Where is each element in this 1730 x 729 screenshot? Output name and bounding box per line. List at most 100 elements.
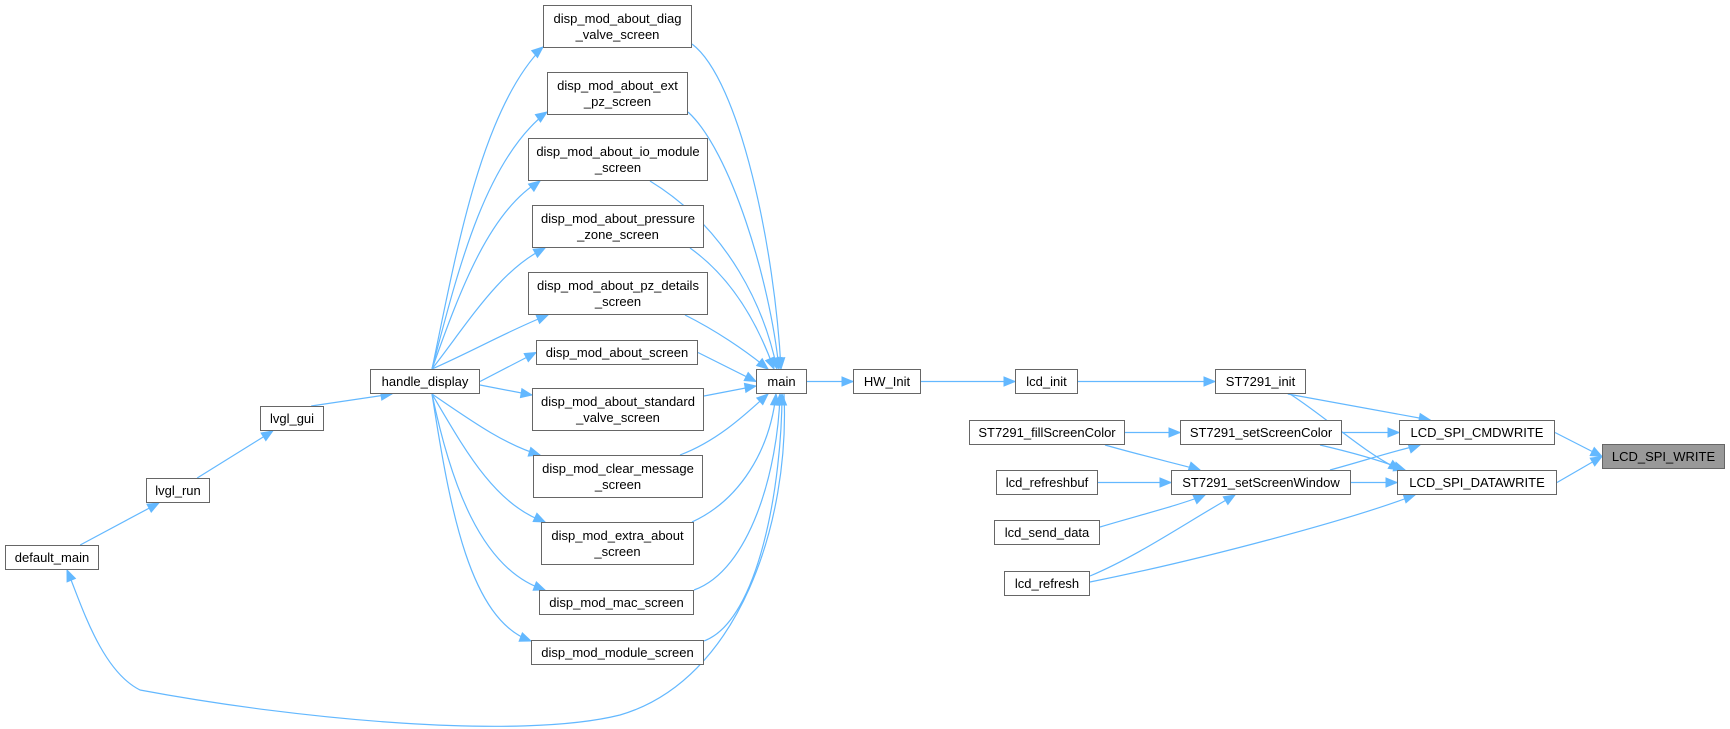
node-lcd-spi-cmdwrite[interactable]: LCD_SPI_CMDWRITE bbox=[1399, 420, 1555, 445]
node-label: main bbox=[767, 373, 796, 389]
edge-handle-display-to-diag-valve bbox=[431, 46, 544, 370]
node-label: disp_mod_about_pz_details bbox=[537, 277, 699, 293]
edge-lcd-refresh-to-st-setwindow bbox=[1089, 494, 1236, 577]
node-label: _screen bbox=[594, 159, 642, 175]
node-label: lcd_send_data bbox=[1004, 524, 1090, 540]
edge-arrowhead-handle-display-to-pz-details bbox=[535, 314, 550, 325]
edge-arrowhead-st-setcolor-to-cmdwrite bbox=[1387, 427, 1401, 438]
node-lvgl-gui[interactable]: lvgl_gui bbox=[260, 406, 324, 431]
edge-handle-display-to-io-module bbox=[431, 180, 541, 370]
node-label: _zone_screen bbox=[577, 226, 659, 242]
edge-lvgl-run-to-lvgl-gui bbox=[196, 430, 274, 479]
edge-arrowhead-handle-display-to-module-screen bbox=[518, 631, 533, 642]
node-disp-mod-module-screen[interactable]: disp_mod_module_screen bbox=[531, 640, 704, 665]
edge-main-to-default-main bbox=[66, 393, 786, 727]
edge-handle-display-to-pressure-zone bbox=[431, 247, 546, 370]
edge-module-screen-to-main bbox=[703, 393, 783, 642]
edge-arrowhead-handle-display-to-pressure-zone bbox=[532, 247, 547, 259]
edge-mac-screen-to-main bbox=[693, 393, 781, 591]
node-label: _valve_screen bbox=[576, 409, 660, 425]
node-hw-init[interactable]: HW_Init bbox=[853, 369, 921, 394]
node-lcd-send-data[interactable]: lcd_send_data bbox=[994, 520, 1100, 545]
node-label: ST7291_setScreenColor bbox=[1189, 424, 1333, 440]
node-lcd-spi-datawrite[interactable]: LCD_SPI_DATAWRITE bbox=[1397, 470, 1557, 495]
node-label: lcd_init bbox=[1026, 373, 1067, 389]
edge-arrowhead-about-screen-to-main bbox=[743, 371, 758, 383]
node-disp-mod-clear-message-screen[interactable]: disp_mod_clear_message _screen bbox=[533, 455, 703, 498]
edge-arrowhead-lcd-init-to-st-init bbox=[1203, 376, 1217, 387]
edge-st-fill-to-st-setwindow bbox=[1104, 444, 1201, 471]
edge-arrowhead-main-to-hw-init bbox=[841, 376, 855, 387]
edge-arrowhead-lcd-send-data-to-st-setwindow bbox=[1192, 494, 1207, 505]
edge-arrowhead-lvgl-run-to-lvgl-gui bbox=[260, 430, 274, 442]
node-handle-display[interactable]: handle_display bbox=[370, 369, 480, 394]
node-label: disp_mod_about_ext bbox=[557, 77, 678, 93]
node-st7291-init[interactable]: ST7291_init bbox=[1215, 369, 1306, 394]
node-label: disp_mod_extra_about bbox=[551, 527, 684, 543]
node-disp-mod-mac-screen[interactable]: disp_mod_mac_screen bbox=[539, 590, 694, 615]
node-label: _screen bbox=[594, 476, 642, 492]
node-lcd-refreshbuf[interactable]: lcd_refreshbuf bbox=[996, 470, 1098, 495]
edge-arrowhead-pz-details-to-main bbox=[755, 357, 770, 370]
node-label: ST7291_setScreenWindow bbox=[1182, 474, 1340, 490]
node-main[interactable]: main bbox=[756, 369, 807, 394]
node-label: LCD_SPI_CMDWRITE bbox=[1410, 424, 1544, 440]
node-disp-mod-about-standard-valve-screen[interactable]: disp_mod_about_standard _valve_screen bbox=[532, 388, 704, 431]
node-st7291-setscreenwindow[interactable]: ST7291_setScreenWindow bbox=[1171, 470, 1351, 495]
edge-arrowhead-lcd-refresh-to-st-setwindow bbox=[1222, 494, 1237, 506]
node-label: ST7291_init bbox=[1225, 373, 1296, 389]
edge-extra-about-to-main bbox=[691, 393, 777, 523]
node-disp-mod-about-pz-details-screen[interactable]: disp_mod_about_pz_details _screen bbox=[528, 272, 708, 315]
node-label: _valve_screen bbox=[575, 26, 660, 42]
edge-diag-valve-to-main bbox=[691, 43, 782, 370]
node-label: lcd_refresh bbox=[1014, 575, 1080, 591]
node-default-main[interactable]: default_main bbox=[5, 545, 99, 570]
node-label: _screen bbox=[594, 543, 641, 559]
edge-arrowhead-handle-display-to-extra-about bbox=[532, 512, 547, 523]
node-disp-mod-about-diag-valve-screen[interactable]: disp_mod_about_diag _valve_screen bbox=[543, 5, 692, 48]
node-st7291-fillscreencolor[interactable]: ST7291_fillScreenColor bbox=[969, 420, 1125, 445]
edge-arrowhead-datawrite-to-spi-write bbox=[1589, 455, 1604, 467]
edge-handle-display-to-extra-about bbox=[431, 393, 546, 523]
edge-arrowhead-handle-display-to-ext-pz bbox=[534, 111, 549, 123]
node-disp-mod-about-ext-pz-screen[interactable]: disp_mod_about_ext _pz_screen bbox=[547, 72, 688, 115]
edge-arrowhead-handle-display-to-io-module bbox=[527, 180, 542, 193]
node-lcd-spi-write: LCD_SPI_WRITE bbox=[1602, 444, 1725, 469]
node-label: ST7291_fillScreenColor bbox=[978, 424, 1116, 440]
node-disp-mod-about-screen[interactable]: disp_mod_about_screen bbox=[536, 340, 698, 365]
node-label: lvgl_run bbox=[155, 482, 201, 498]
edge-arrowhead-pressure-zone-to-main bbox=[764, 356, 775, 371]
edge-arrowhead-handle-display-to-diag-valve bbox=[530, 46, 545, 59]
node-lcd-refresh[interactable]: lcd_refresh bbox=[1004, 571, 1090, 596]
edge-arrowhead-standard-valve-to-main bbox=[743, 382, 758, 394]
node-lcd-init[interactable]: lcd_init bbox=[1015, 369, 1078, 394]
node-label: disp_mod_about_io_module bbox=[536, 143, 700, 159]
edge-handle-display-to-clear-message bbox=[431, 393, 541, 456]
node-label: _screen bbox=[594, 293, 642, 309]
edge-default-main-to-lvgl-run bbox=[79, 502, 160, 546]
edge-io-module-to-main bbox=[649, 180, 778, 370]
edge-arrowhead-default-main-to-lvgl-run bbox=[146, 502, 160, 514]
edge-arrowhead-st-setwindow-to-datawrite bbox=[1385, 477, 1399, 488]
node-disp-mod-extra-about-screen[interactable]: disp_mod_extra_about _screen bbox=[541, 522, 694, 565]
edge-arrowhead-handle-display-to-mac-screen bbox=[532, 580, 547, 591]
edge-handle-display-to-mac-screen bbox=[431, 393, 546, 591]
edge-arrowhead-hw-init-to-lcd-init bbox=[1003, 376, 1017, 387]
edge-arrowhead-st-fill-to-st-setcolor bbox=[1168, 427, 1182, 438]
edge-arrowhead-clear-message-to-main bbox=[755, 393, 769, 406]
edge-st-setwindow-to-cmdwrite bbox=[1329, 444, 1421, 471]
node-disp-mod-about-io-module-screen[interactable]: disp_mod_about_io_module _screen bbox=[528, 138, 708, 181]
node-disp-mod-about-pressure-zone-screen[interactable]: disp_mod_about_pressure _zone_screen bbox=[532, 205, 704, 248]
node-label: disp_mod_about_diag bbox=[553, 10, 682, 26]
node-st7291-setscreencolor[interactable]: ST7291_setScreenColor bbox=[1180, 420, 1342, 445]
node-label: disp_mod_mac_screen bbox=[549, 594, 684, 610]
node-label: disp_mod_module_screen bbox=[541, 644, 694, 660]
node-label: default_main bbox=[14, 549, 90, 565]
edge-lcd-refresh-to-datawrite bbox=[1089, 494, 1416, 583]
node-lvgl-run[interactable]: lvgl_run bbox=[146, 478, 210, 503]
edge-arrowhead-handle-display-to-about-screen bbox=[523, 351, 538, 363]
edge-arrowhead-cmdwrite-to-spi-write bbox=[1589, 446, 1604, 458]
node-label: disp_mod_about_screen bbox=[545, 344, 689, 360]
